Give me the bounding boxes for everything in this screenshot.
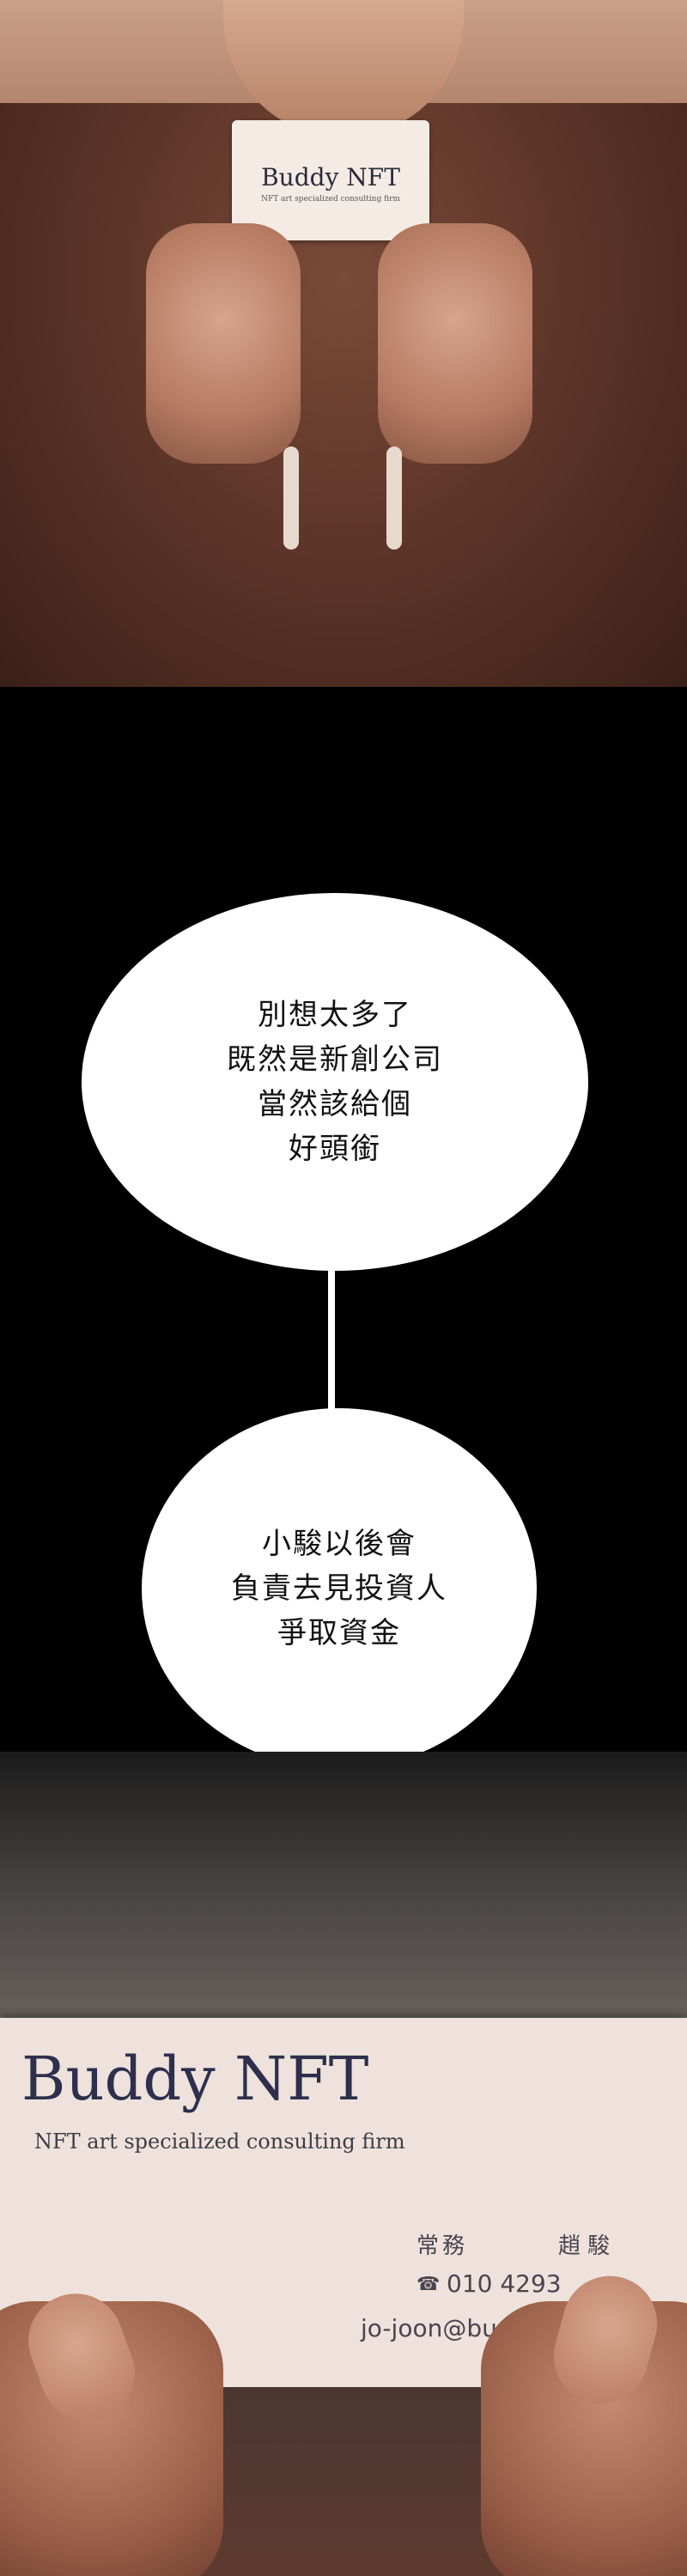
hoodie-string-right — [386, 447, 402, 550]
card-tagline: NFT art specialized consulting firm — [34, 2129, 405, 2154]
bubble-connector — [328, 1271, 335, 1413]
small-business-card: Buddy NFT NFT art specialized consulting… — [232, 120, 429, 240]
left-hand-illustration — [146, 223, 301, 464]
bubble-2-line-2: 負責去見投資人 — [231, 1571, 447, 1606]
bubble-1-line-4: 好頭銜 — [289, 1132, 381, 1166]
speech-bubble-2: 小駿以後會 負責去見投資人 爭取資金 — [142, 1408, 537, 1752]
panel-business-card-closeup: Buddy NFT NFT art specialized consulting… — [0, 1752, 687, 2576]
bubble-1-line-2: 既然是新創公司 — [227, 1042, 443, 1077]
phone-icon: ☎ — [416, 2274, 441, 2295]
card-brand: Buddy NFT — [21, 2044, 369, 2114]
panel-dialogue: 別想太多了 既然是新創公司 當然該給個 好頭銜 小駿以後會 負責去見投資人 爭取… — [0, 687, 687, 1752]
bubble-1-line-3: 當然該給個 — [258, 1087, 412, 1121]
small-card-brand: Buddy NFT — [261, 163, 400, 191]
card-job-title: 常務 — [416, 2233, 469, 2259]
bubble-2-line-3: 爭取資金 — [277, 1616, 401, 1650]
speech-bubble-1: 別想太多了 既然是新創公司 當然該給個 好頭銜 — [82, 893, 588, 1271]
small-card-tagline: NFT art specialized consulting firm — [261, 195, 400, 204]
hoodie-string-left — [283, 447, 299, 550]
right-hand-illustration — [378, 223, 532, 464]
bubble-1-line-1: 別想太多了 — [258, 998, 412, 1032]
card-phone: 010 4293 — [447, 2269, 562, 2298]
card-person-name: 趙駿 — [558, 2233, 617, 2259]
bubble-2-line-1: 小駿以後會 — [262, 1527, 416, 1561]
panel-character-holding-card: Buddy NFT NFT art specialized consulting… — [0, 0, 687, 687]
